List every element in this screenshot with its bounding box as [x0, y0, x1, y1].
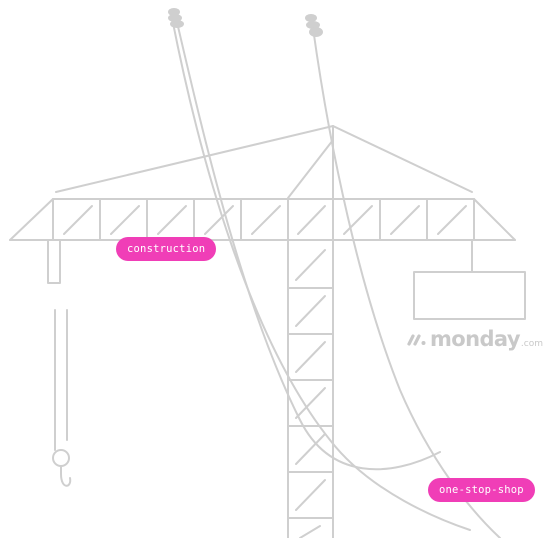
cable [175, 17, 441, 471]
insulator-right [305, 14, 323, 37]
crane-peak [55, 125, 473, 201]
insulator-left [168, 8, 184, 28]
crane-hook [47, 239, 72, 487]
one-stop-shop-tag: one-stop-shop [428, 478, 535, 502]
monday-logo-mark-icon [407, 334, 426, 346]
construction-tag: construction [116, 237, 217, 261]
logo-tld: .com [520, 339, 543, 349]
cable [171, 17, 471, 531]
counterweight [413, 239, 526, 320]
monday-logo: monday .com [407, 327, 543, 351]
cable-insulators [168, 8, 323, 37]
crane-jib [9, 198, 516, 241]
logo-wordmark: monday [430, 327, 521, 351]
crane-mast [287, 239, 334, 538]
